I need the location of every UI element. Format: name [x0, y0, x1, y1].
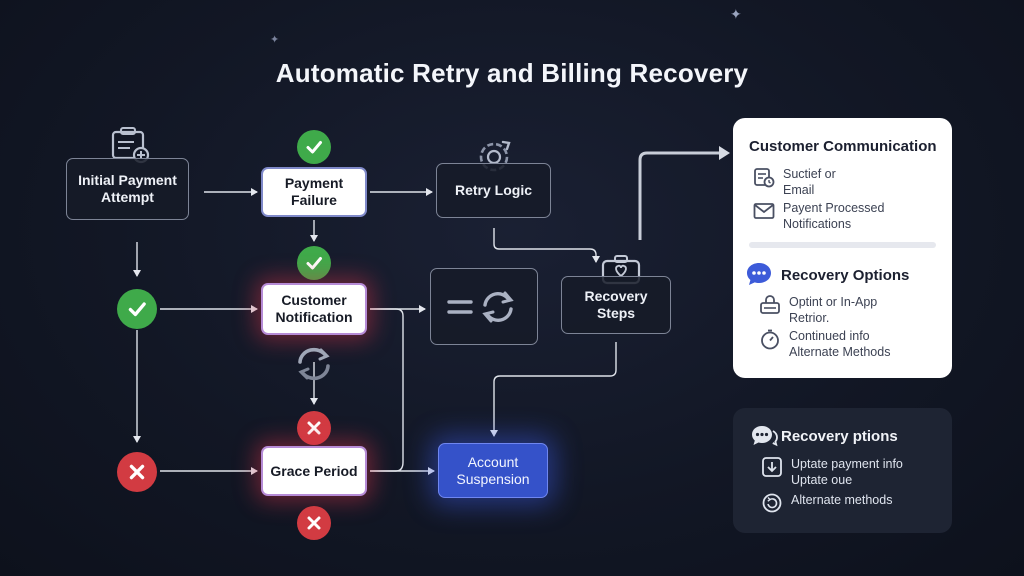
item-text: Notifications — [783, 217, 852, 231]
item-text: Uptate payment info — [791, 457, 903, 471]
item-text: Optint or In-App — [789, 295, 878, 309]
error-x-icon — [117, 452, 157, 492]
node-recovery-steps: Recovery Steps — [561, 276, 671, 334]
error-x-icon — [297, 506, 331, 540]
sparkle-icon: ✦ — [730, 6, 742, 22]
edge-recovery-to-suspension — [490, 342, 617, 437]
download-box-icon — [761, 456, 783, 478]
list-item: Payent Processed Notifications — [753, 200, 884, 232]
list-item: Continued info Alternate Methods — [759, 328, 890, 360]
card-title: Customer Communication — [749, 138, 937, 155]
card-recovery-options: Recovery ptions Uptate payment info Upta… — [733, 408, 952, 533]
card-subtitle: Recovery Options — [781, 267, 910, 284]
stopwatch-icon — [759, 328, 781, 350]
item-text: Payent Processed — [783, 201, 885, 215]
envelope-icon — [753, 200, 775, 222]
error-x-icon — [297, 411, 331, 445]
node-retry-logic: Retry Logic — [436, 163, 551, 218]
edge-recovery-to-communication — [638, 151, 722, 240]
check-icon — [117, 289, 157, 329]
equals-sync-icon — [447, 291, 514, 322]
item-text: Continued info — [789, 329, 870, 343]
node-customer-notification: Customer Notification — [261, 283, 367, 335]
loop-box — [430, 268, 538, 345]
arrowhead-communication — [719, 146, 730, 160]
item-text: Retrior. — [789, 311, 830, 325]
divider — [749, 242, 936, 248]
item-text: Uptate oue — [791, 473, 853, 487]
list-item: Alternate methods — [761, 492, 892, 514]
list-item: Suctief or Email — [753, 166, 836, 198]
chat-bubbles-icon — [750, 424, 778, 453]
item-text: Email — [783, 183, 815, 197]
node-account-suspension: Account Suspension — [438, 443, 548, 498]
sparkle-icon: ✦ — [270, 34, 280, 46]
item-text: Suctief or — [783, 167, 836, 181]
card-title: Recovery ptions — [781, 428, 898, 445]
chat-bubble-icon — [745, 261, 773, 292]
edge-retry-to-recovery — [493, 228, 600, 263]
item-text: Alternate Methods — [789, 345, 891, 359]
page-title: Automatic Retry and Billing Recovery — [275, 58, 749, 88]
lock-card-icon — [759, 294, 781, 316]
invoice-clock-icon — [753, 166, 775, 188]
node-initial-payment: Initial Payment Attempt — [66, 158, 189, 220]
sync-arrows-icon — [294, 346, 334, 387]
edge-bracket — [370, 308, 404, 472]
refresh-circle-icon — [761, 492, 783, 514]
list-item: Uptate payment info Uptate oue — [761, 456, 903, 488]
node-grace-period: Grace Period — [261, 446, 367, 496]
node-payment-failure: Payment Failure — [261, 167, 367, 217]
item-text: Alternate methods — [791, 493, 893, 507]
list-item: Optint or In-App Retrior. — [759, 294, 877, 326]
check-icon — [297, 246, 331, 280]
card-customer-communication: Customer Communication Suctief or Email … — [733, 118, 952, 378]
check-icon — [297, 130, 331, 164]
